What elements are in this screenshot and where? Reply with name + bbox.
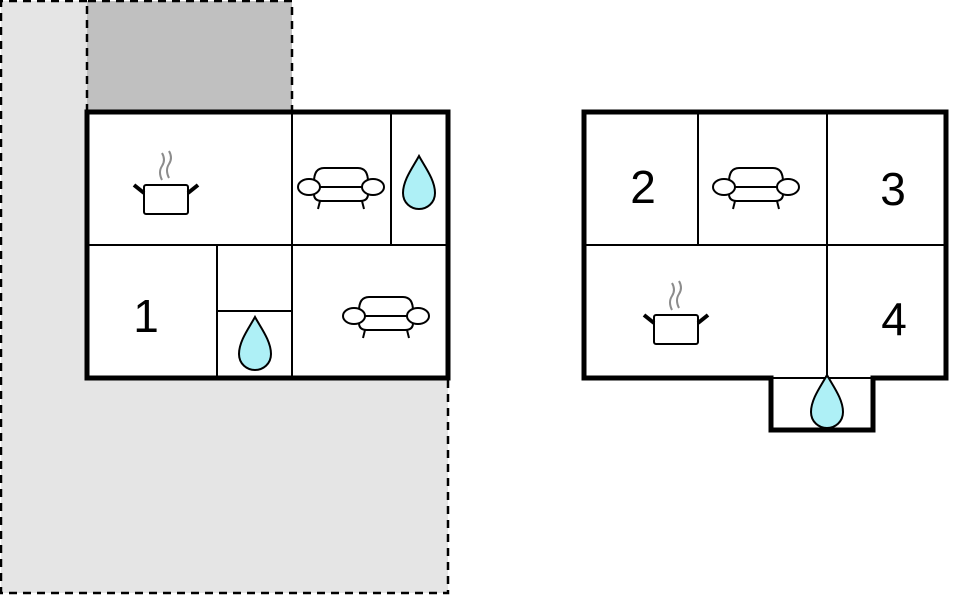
room-label-4: 4 [881,293,907,345]
room-label-3: 3 [880,163,906,215]
room-label-1: 1 [133,290,159,342]
room-label-2: 2 [630,161,656,213]
terrace-area [0,0,450,595]
floor-plan-left: 1 [84,109,451,381]
floor-plan-right: 2 3 4 [581,109,949,433]
